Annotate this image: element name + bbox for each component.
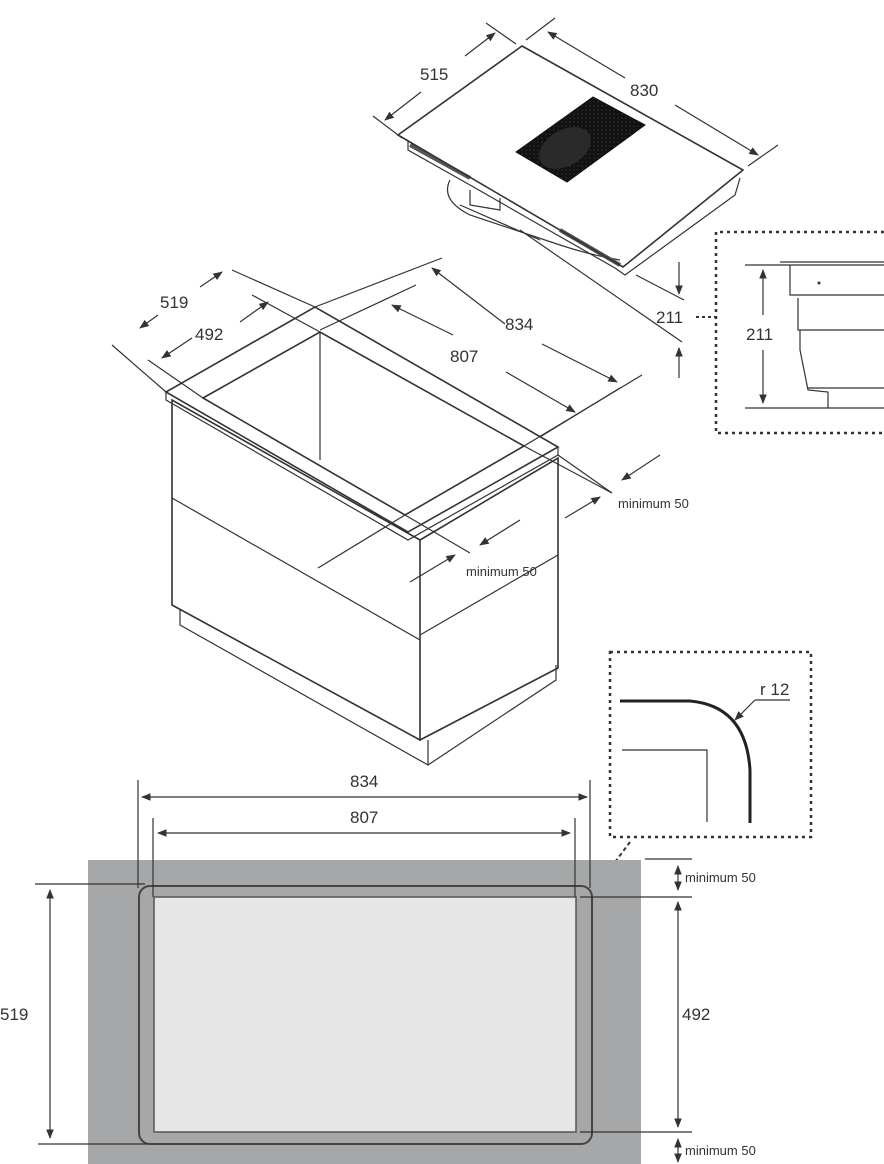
hob-height-dimension: 211 (519, 229, 716, 378)
hob-depth-label: 515 (420, 65, 448, 84)
detail-height-label: 211 (746, 325, 773, 344)
corner-radius-label: r 12 (760, 680, 789, 699)
cutout-inner (153, 896, 577, 1133)
minimum-clearance-iso: minimum 50 minimum 50 (317, 445, 689, 583)
hob-height-label: 211 (656, 308, 683, 327)
min-front-label: minimum 50 (466, 564, 537, 579)
hob-width-dimension: 830 (525, 17, 779, 167)
cutout-width-dimensions: 834 807 (314, 257, 643, 447)
cutout-outer-depth-label: 519 (160, 293, 188, 312)
plan-inner-width-label: 807 (350, 808, 378, 827)
cabinet-illustration (164, 306, 560, 767)
plan-outer-depth-label: 519 (0, 1005, 28, 1024)
cutout-depth-dimensions: 519 492 (111, 269, 321, 399)
min-rear-label: minimum 50 (618, 496, 689, 511)
plan-outer-width-label: 834 (350, 772, 378, 791)
plan-min-top-label: minimum 50 (685, 870, 756, 885)
plan-inner-depth-label: 492 (682, 1005, 710, 1024)
hob-depth-dimension: 515 (372, 22, 517, 139)
cutout-outer-width-label: 834 (505, 315, 533, 334)
height-detail-box: 211 (714, 230, 884, 435)
plan-min-bottom-label: minimum 50 (685, 1143, 756, 1158)
hob-glass-top (396, 45, 745, 268)
hob-illustration (396, 45, 745, 276)
hob-width-label: 830 (630, 81, 658, 100)
cutout-inner-depth-label: 492 (195, 325, 223, 344)
corner-radius-detail: r 12 (597, 650, 813, 886)
cutout-inner-width-label: 807 (450, 347, 478, 366)
cutout-plan-view: 834 807 519 minimum 50 492 minimum 50 (0, 772, 756, 1164)
